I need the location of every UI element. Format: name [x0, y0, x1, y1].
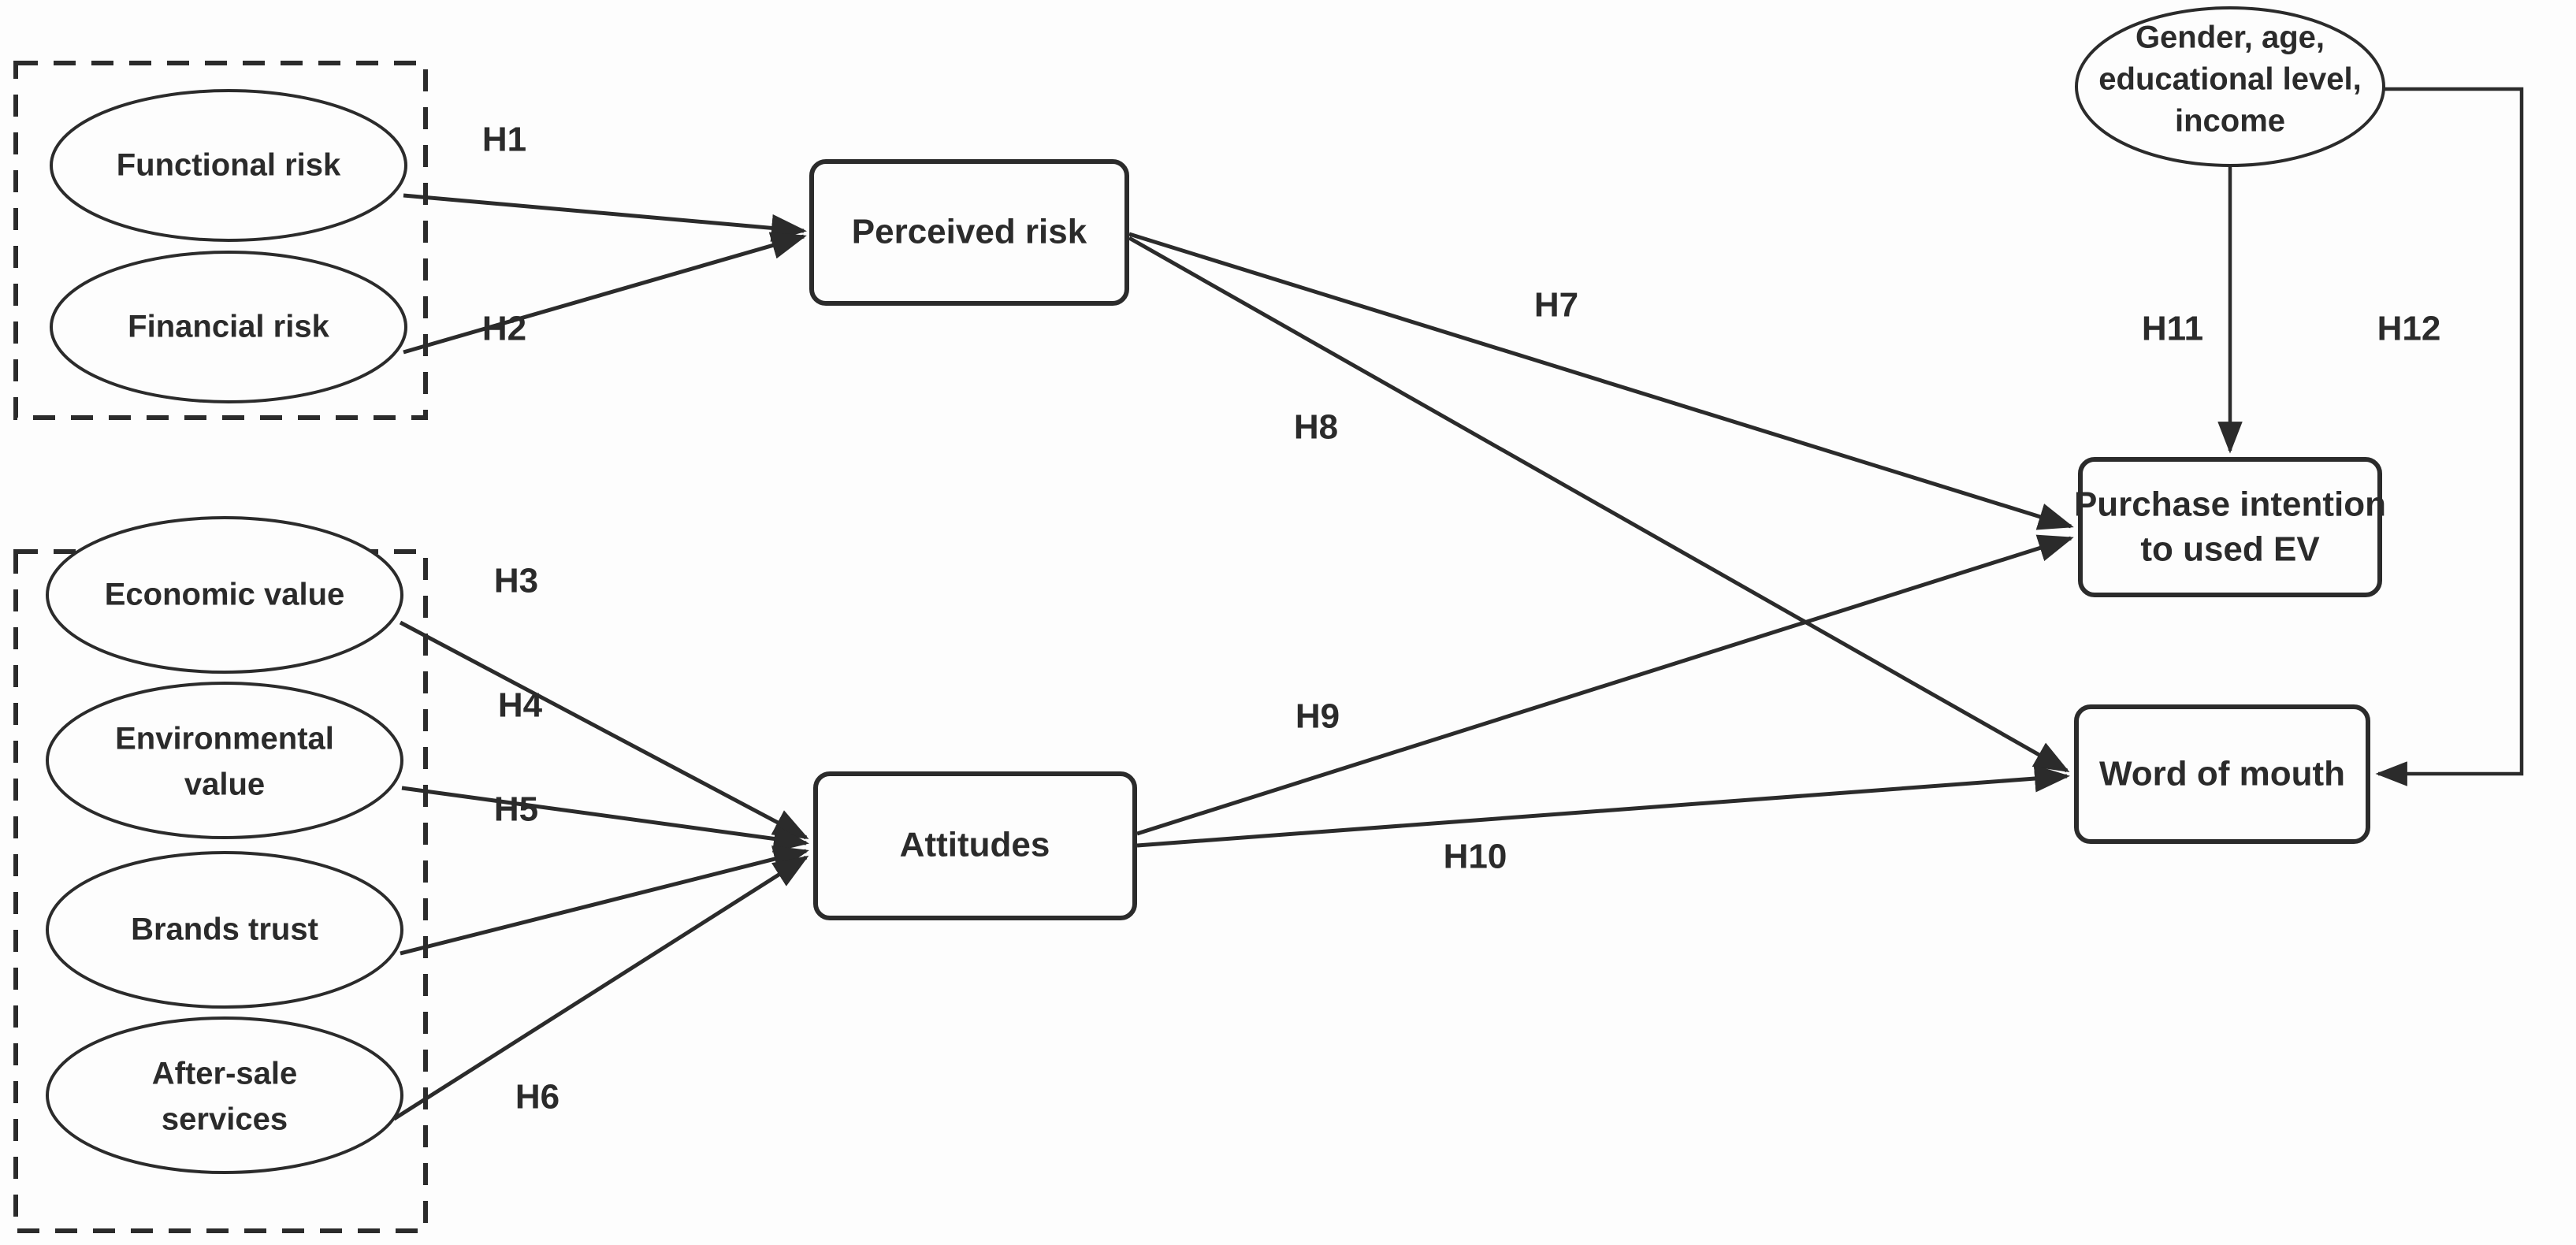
edge-h5 — [400, 845, 809, 956]
edge-label-h12: H12 — [2377, 310, 2441, 348]
edge-label-h3: H3 — [494, 562, 538, 600]
edge-h4 — [401, 786, 809, 853]
edge-h12 — [2375, 87, 2524, 786]
edge-h1 — [403, 193, 807, 242]
edge-label-h8: H8 — [1294, 408, 1338, 447]
group-box-risk-antecedents — [13, 61, 428, 420]
node-economic-value-label: Economic value — [105, 578, 345, 612]
node-moderator-label-line2: educational level, — [2098, 62, 2361, 97]
node-purchase-intention[interactable] — [2078, 457, 2382, 597]
edge-label-h5: H5 — [494, 790, 538, 829]
node-perceived-risk[interactable] — [809, 159, 1129, 306]
node-financial-risk[interactable] — [50, 251, 407, 403]
edge-h7 — [1128, 232, 2074, 530]
node-purchase-intention-label-line1: Purchase intention — [2074, 485, 2386, 524]
edge-h6 — [392, 855, 809, 1121]
edge-label-h11: H11 — [2142, 310, 2203, 348]
edge-label-h2: H2 — [482, 310, 526, 348]
node-environmental-value-label-line1: Environmental — [115, 722, 334, 756]
edge-label-h9: H9 — [1295, 697, 1340, 736]
node-brands-trust-label: Brands trust — [131, 912, 318, 947]
edge-label-h10: H10 — [1444, 838, 1507, 876]
node-moderator-label-line3: income — [2175, 104, 2285, 139]
edge-label-h6: H6 — [515, 1078, 559, 1117]
edge-h9 — [1136, 534, 2074, 836]
node-word-of-mouth-label: Word of mouth — [2099, 755, 2345, 793]
node-after-sale-services-label-line2: services — [162, 1102, 288, 1137]
edge-h10 — [1136, 764, 2070, 848]
node-brands-trust[interactable] — [46, 851, 403, 1009]
edge-label-h1: H1 — [482, 121, 526, 159]
node-functional-risk[interactable] — [50, 89, 407, 242]
edge-h3 — [399, 620, 809, 840]
node-perceived-risk-label: Perceived risk — [852, 213, 1087, 251]
node-after-sale-services[interactable] — [46, 1016, 403, 1174]
node-after-sale-services-label-line1: After-sale — [152, 1057, 298, 1091]
edge-label-h7: H7 — [1534, 286, 1578, 325]
node-purchase-intention-label-line2: to used EV — [2140, 530, 2320, 569]
edge-h8 — [1128, 236, 2070, 773]
node-financial-risk-label: Financial risk — [128, 310, 329, 344]
node-moderator-label-line1: Gender, age, — [2136, 20, 2325, 55]
node-environmental-value[interactable] — [46, 682, 403, 839]
node-attitudes-label: Attitudes — [900, 826, 1050, 864]
node-attitudes[interactable] — [813, 771, 1137, 920]
node-environmental-value-label-line2: value — [184, 767, 265, 802]
node-economic-value[interactable] — [46, 516, 403, 674]
edge-label-h4: H4 — [498, 686, 543, 725]
node-word-of-mouth[interactable] — [2074, 704, 2370, 844]
node-moderator-demographics[interactable] — [2075, 6, 2385, 167]
edge-h2 — [403, 232, 807, 355]
node-functional-risk-label: Functional risk — [117, 148, 341, 183]
